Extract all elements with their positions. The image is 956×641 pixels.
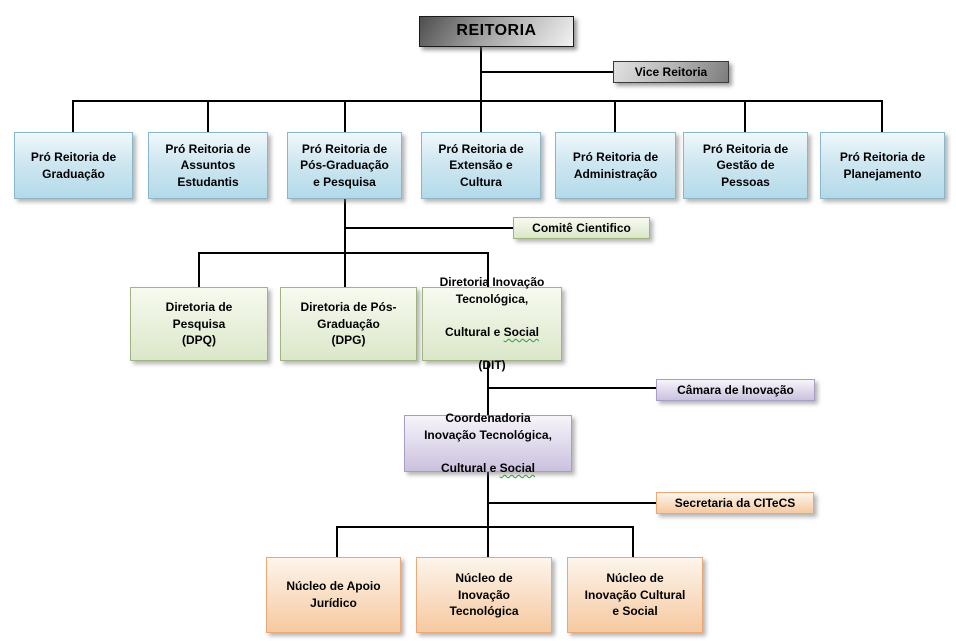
node-pro-reitoria-assuntos-estudantis: Pró Reitoria de Assuntos Estudantis: [148, 132, 268, 199]
node-label: Coordenadoria Inovação Tecnológica,: [424, 411, 552, 442]
node-label: Cultural e Social: [444, 325, 540, 339]
node-nucleo-inovacao-tecnologica: Núcleo de Inovação Tecnológica: [416, 557, 552, 633]
connector-stub: [480, 100, 482, 132]
connector-stub: [881, 100, 883, 132]
node-camara-inovacao: Câmara de Inovação: [656, 379, 815, 401]
node-nucleo-apoio-juridico: Núcleo de Apoio Jurídico: [266, 557, 401, 633]
connector-camara: [488, 387, 656, 389]
node-secretaria-citecs: Secretaria da CITeCS: [656, 492, 814, 514]
connector-stub: [744, 100, 746, 132]
node-pro-reitoria-administracao: Pró Reitoria de Administração: [555, 132, 676, 199]
spellcheck-squiggle-word: Social: [499, 461, 536, 476]
node-diretoria-pos-graduacao: Diretoria de Pós- Graduação (DPG): [280, 287, 417, 361]
connector-root-spine: [480, 47, 482, 101]
spellcheck-squiggle-word: Social: [503, 325, 540, 339]
connector-stub: [344, 252, 346, 287]
node-pro-reitoria-graduacao: Pró Reitoria de Graduação: [14, 132, 133, 199]
connector-comite: [345, 227, 513, 229]
node-comite-cientifico: Comitê Cientifico: [513, 217, 650, 239]
connector-stub: [632, 526, 634, 557]
node-reitoria: REITORIA: [419, 16, 574, 47]
connector-vice: [481, 71, 613, 73]
node-diretoria-inovacao-dit: Diretoria Inovação Tecnológica, Cultural…: [422, 275, 562, 372]
node-label: (DIT): [478, 358, 506, 373]
node-pro-reitoria-gestao-pessoas: Pró Reitoria de Gestão de Pessoas: [683, 132, 808, 199]
connector-stub: [344, 100, 346, 132]
connector-stub: [336, 526, 338, 557]
node-pro-reitoria-pos-graduacao-pesquisa: Pró Reitoria de Pós-Graduação e Pesquisa: [287, 132, 402, 199]
connector-posgrad-spine: [344, 199, 346, 254]
node-diretoria-pesquisa: Diretoria de Pesquisa (DPQ): [130, 287, 268, 361]
connector-stub: [487, 526, 489, 557]
node-label: Diretoria Inovação Tecnológica,: [439, 275, 545, 306]
connector-stub: [614, 100, 616, 132]
node-pro-reitoria-planejamento: Pró Reitoria de Planejamento: [820, 132, 945, 199]
node-label: Cultural e Social: [440, 461, 536, 476]
node-coordenadoria-citecs: Coordenadoria Inovação Tecnológica, Cult…: [404, 411, 572, 475]
connector-secretaria: [488, 502, 656, 504]
node-nucleo-inovacao-cultural-social: Núcleo de Inovação Cultural e Social: [567, 557, 703, 633]
connector-diretorias-bus: [198, 252, 489, 254]
connector-stub: [72, 100, 74, 132]
node-vice-reitoria: Vice Reitoria: [613, 61, 729, 83]
connector-main-bus: [72, 100, 883, 102]
connector-stub: [198, 252, 200, 287]
connector-coordenadoria-spine: [487, 472, 489, 526]
connector-stub: [487, 252, 489, 287]
connector-stub: [207, 100, 209, 132]
node-pro-reitoria-extensao-cultura: Pró Reitoria de Extensão e Cultura: [421, 132, 541, 199]
connector-nucleos-bus: [336, 526, 634, 528]
